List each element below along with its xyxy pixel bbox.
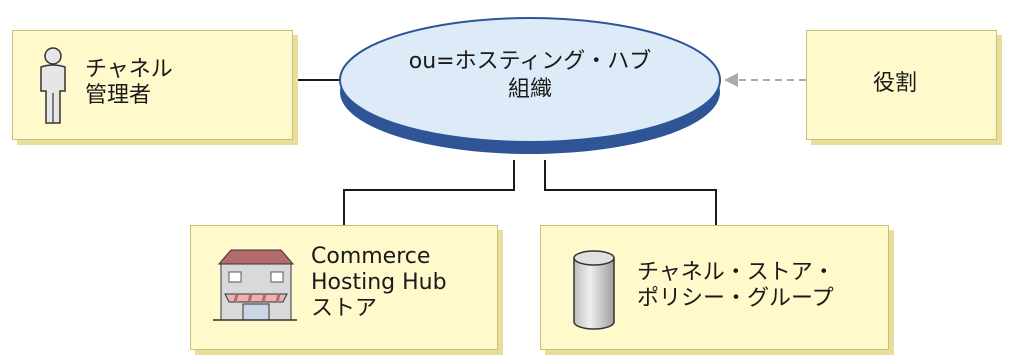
store-label: Commerce Hosting Hub ストア [311,244,447,321]
channel-admin-box[interactable]: チャネル 管理者 [12,30,293,140]
org-ellipse [339,17,721,154]
policy-group-label: チャネル・ストア・ ポリシー・グループ [637,260,835,311]
arrowhead-role-org [724,73,738,87]
channel-admin-label: チャネル 管理者 [85,57,173,108]
store-building-icon [213,249,297,321]
connector-org-policy [544,160,717,230]
role-box[interactable]: 役割 [806,30,997,140]
person-icon [40,47,66,124]
store-box[interactable]: Commerce Hosting Hub ストア [190,225,498,350]
database-cylinder-icon [573,250,615,330]
org-label: ou=ホスティング・ハブ 組織 [408,49,652,102]
policy-group-box[interactable]: チャネル・ストア・ ポリシー・グループ [540,225,889,350]
role-label: 役割 [873,71,918,96]
connector-org-store [343,160,515,230]
